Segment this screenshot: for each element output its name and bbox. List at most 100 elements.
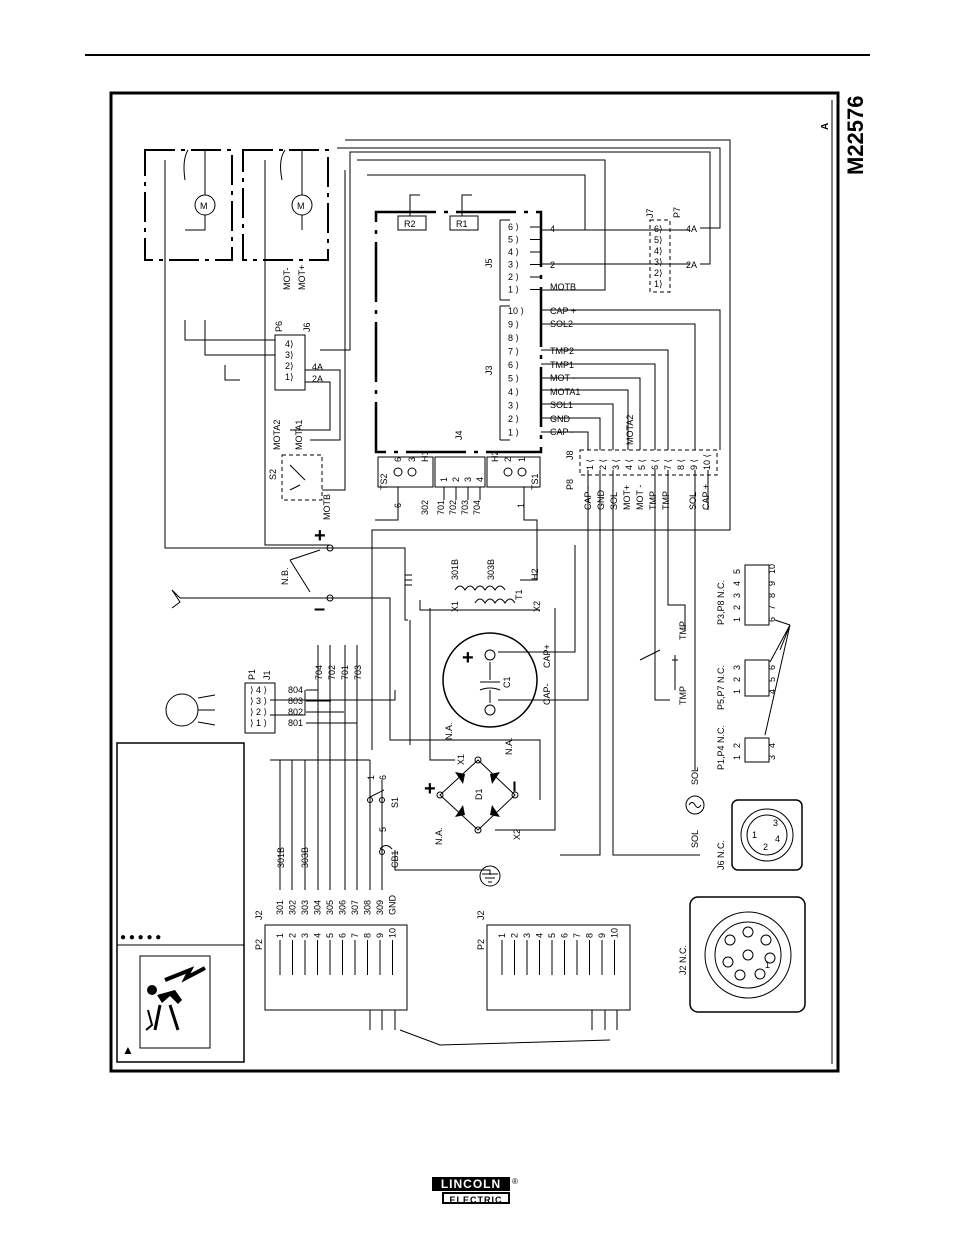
j2-receptacle-hole — [764, 952, 776, 964]
j2u-pin-5: 5 — [325, 933, 335, 938]
p7-label: P7 — [672, 207, 682, 218]
p5p7-label: P5,P7 N.C. — [716, 665, 726, 710]
j2-upper-jack-label: J2 — [254, 910, 264, 920]
j6-pin-1: 1⟩ — [285, 372, 294, 382]
p3p8-top-3: 3 — [732, 593, 742, 598]
ts1-label: TS1 — [530, 473, 540, 490]
d1-x2: X2 — [512, 829, 522, 840]
j8-wire-7: SOL — [688, 492, 698, 510]
ts1-pin-2: 2 — [503, 457, 513, 462]
p3p8-bot-9: 9 — [767, 581, 777, 586]
s1-label: S1 — [390, 797, 400, 808]
revision-letter: A — [820, 123, 831, 130]
j4-pin-1: 1 — [439, 477, 449, 482]
j6-wire-4a: 4A — [312, 362, 323, 372]
j6-label: J6 — [302, 322, 312, 332]
motor-lead-plus: MOT+ — [297, 265, 307, 290]
thermostat-lead-1: TMP — [678, 686, 688, 705]
p1-wire-803: 803 — [288, 696, 303, 706]
terminal-strip-ts2: TS2 6 3 H1 — [377, 450, 434, 490]
j2l-pin-2: 2 — [510, 933, 520, 938]
ts-wire-302: 302 — [420, 500, 430, 515]
cap-minus-wire: CAP- — [542, 683, 552, 705]
p1-wire-802: 802 — [288, 707, 303, 717]
j6nc-pin-2: 2 — [763, 842, 768, 852]
j8-wire-5: TMP — [648, 491, 658, 510]
j8-pin-9: 9 ⟨ — [689, 459, 699, 470]
j5-pin-1: 1 ⟩ — [508, 285, 519, 295]
p1p4-top-1: 1 — [732, 755, 742, 760]
j4-pin-2: 2 — [451, 477, 461, 482]
p3p8-top-2: 2 — [732, 605, 742, 610]
j8-pin-5: 5 ⟨ — [637, 459, 647, 470]
j3-pin-2: 2 ⟩ — [508, 414, 519, 424]
j2l-pin-5: 5 — [547, 933, 557, 938]
p1-pin-4: ⟩ 4 ⟩ — [250, 685, 267, 695]
lead-301b: 301B — [276, 847, 286, 868]
j8-pin-1: 1 ⟨ — [585, 459, 595, 470]
j2-receptacle-hole — [760, 934, 772, 946]
j6nc-label: J6 N.C. — [716, 840, 726, 870]
p1-top-wire-703: 703 — [353, 665, 363, 680]
d1-na-2: N.A. — [504, 737, 514, 755]
cap-plus-wire: CAP+ — [542, 644, 552, 668]
j6-wire-2a: 2A — [312, 374, 323, 384]
j2u-pin-3: 3 — [300, 933, 310, 938]
j8-pin-4: 4 ⟨ — [624, 459, 634, 470]
j2u-wire-306: 306 — [338, 900, 348, 915]
j8-wire-mota2: MOTA2 — [625, 415, 635, 445]
p1p4-top-2: 2 — [732, 743, 742, 748]
j2-receptacle-hole — [722, 956, 734, 968]
p1p4-label: P1,P4 N.C. — [716, 725, 726, 770]
motor-2-symbol: M — [297, 201, 305, 211]
p3p8-bot-8: 8 — [767, 593, 777, 598]
j2u-wire-307: 307 — [350, 900, 360, 915]
j3-pin-9: 9 ⟩ — [508, 320, 519, 330]
j7-pin-1: 1⟩ — [654, 279, 663, 289]
j2l-pin-4: 4 — [535, 933, 545, 938]
p1-top-wire-702: 702 — [327, 665, 337, 680]
p1-pin-3: ⟩ 3 ⟩ — [250, 696, 267, 706]
rectifier-plus-symbol: + — [424, 778, 436, 800]
control-board — [374, 210, 543, 454]
j7-wire-2a: 2A — [686, 260, 697, 270]
j5-wire-4: 4 — [550, 224, 555, 234]
ts-wire-701: 701 — [436, 500, 446, 515]
d1-na-3: N.A. — [434, 827, 444, 845]
j2u-pin-10: 10 — [388, 928, 398, 938]
ts2-pin-6: 6 — [393, 457, 403, 462]
motor-lead-minus: MOT- — [282, 268, 292, 291]
p3p8-top-1: 1 — [732, 617, 742, 622]
j2l-pin-7: 7 — [572, 933, 582, 938]
logo-line2: ELECTRIC — [442, 1192, 510, 1205]
r1-label: R1 — [456, 219, 468, 229]
terminal-strip-ts1: H2 2 1 TS1 — [486, 450, 541, 490]
ts-wire-1: 1 — [516, 503, 526, 508]
output-terminals: + – N.B. — [171, 525, 334, 620]
p3p8-bot-7: 7 — [767, 605, 777, 610]
ts-wire-702: 702 — [448, 500, 458, 515]
j2u-pin-9: 9 — [375, 933, 385, 938]
j8-label: J8 — [565, 450, 575, 460]
j2-receptacle-hole — [742, 926, 754, 938]
j5-pin-3: 3 ⟩ — [508, 260, 519, 270]
j8-pin-6: 6 ⟨ — [650, 459, 660, 470]
j8-wire-1: GND — [596, 490, 606, 511]
j5-pin-5: 5 ⟩ — [508, 235, 519, 245]
p3p8-bot-6: 6 — [767, 617, 777, 622]
j2l-pin-1: 1 — [497, 933, 507, 938]
j2-receptacle-hole — [724, 934, 736, 946]
j2l-pin-10: 10 — [610, 928, 620, 938]
j6-receptacle-view: J6 N.C. 1 2 3 4 — [716, 799, 803, 871]
motor-2: M — [242, 149, 329, 261]
d1-x1: X1 — [456, 754, 466, 765]
legend-dots: ● ● ● ● ● — [120, 932, 161, 943]
p1-top-wire-704: 704 — [314, 665, 324, 680]
j3-label: J3 — [484, 365, 494, 375]
r2-label: R2 — [404, 219, 416, 229]
t1-x2: X2 — [532, 601, 542, 612]
p5p7-bot-4: 4 — [767, 689, 777, 694]
